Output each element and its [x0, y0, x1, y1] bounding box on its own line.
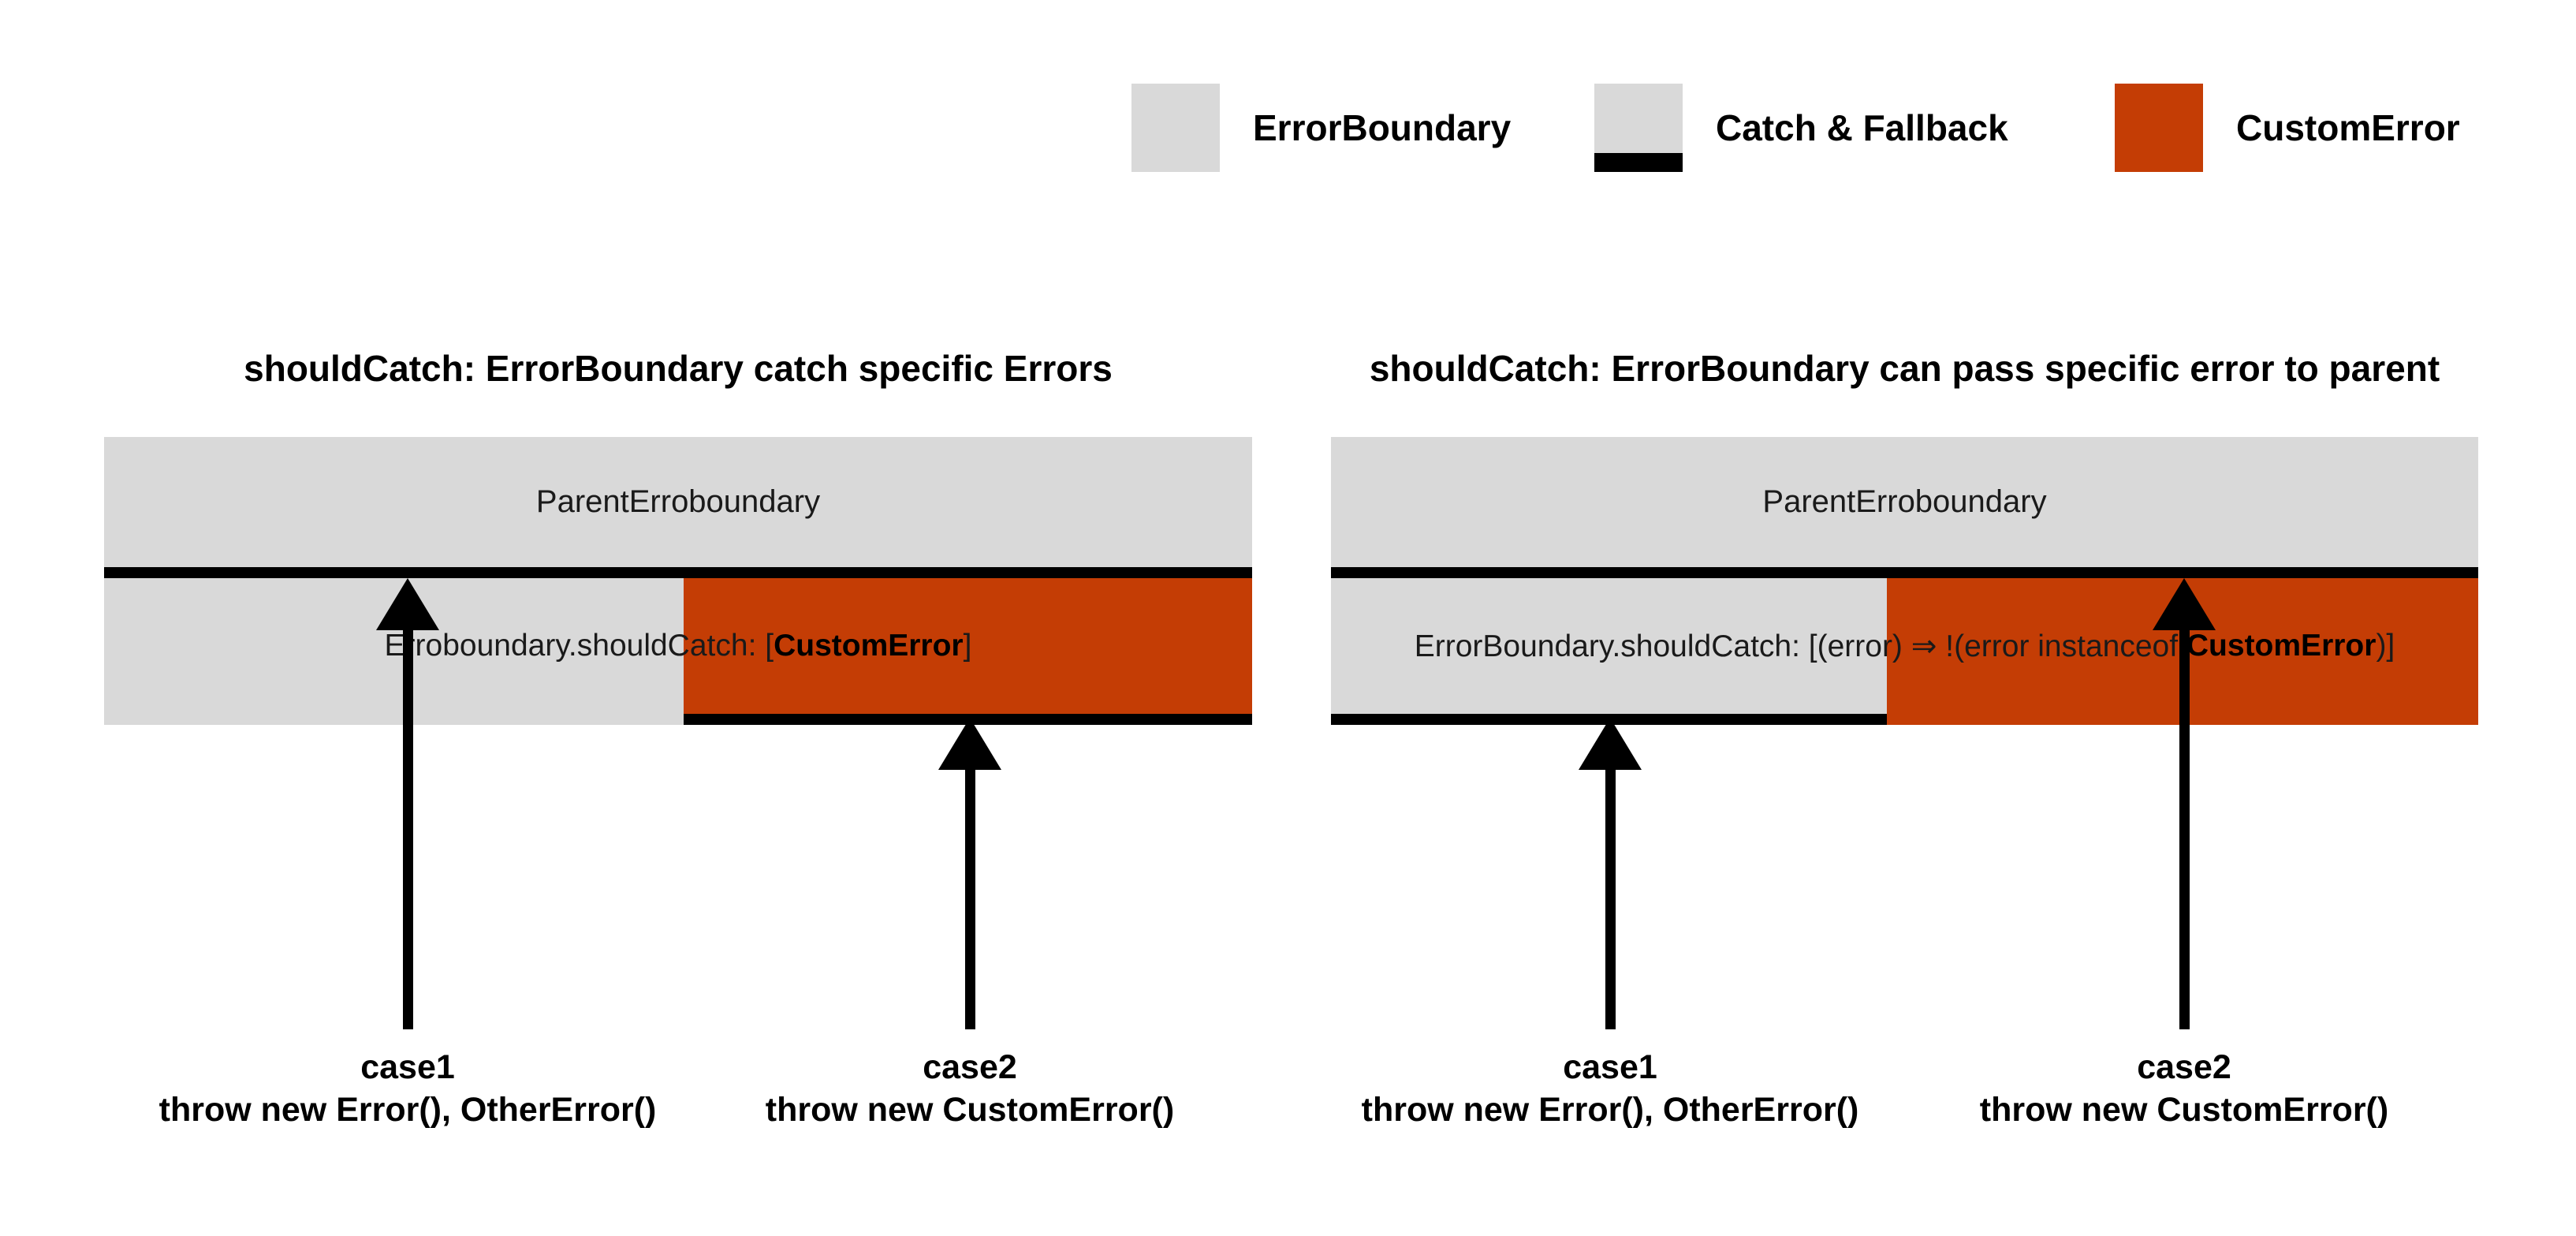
child-label-suffix: ]: [963, 629, 972, 663]
case-name: case1: [360, 1048, 455, 1086]
case2-arrow: [2153, 578, 2216, 1029]
child-errorboundary-row: ErrorBoundary.shouldCatch: [(error) ⇒ !(…: [1331, 578, 2478, 725]
legend-item-error-boundary: ErrorBoundary: [1131, 84, 1511, 172]
case2-label: case2 throw new CustomError(): [670, 1046, 1269, 1131]
legend-label-error-boundary: ErrorBoundary: [1253, 107, 1512, 148]
case1-label: case1 throw new Error(), OtherError(): [108, 1046, 707, 1131]
child-errorboundary-row: Erroboundary.shouldCatch: [CustomError]: [104, 578, 1252, 725]
case-name: case2: [923, 1048, 1017, 1086]
case-code: throw new CustomError(): [1979, 1091, 2389, 1129]
parent-errorboundary-label: ParentErroboundary: [535, 484, 821, 519]
child-errorboundary-label: ErrorBoundary.shouldCatch: [(error) ⇒ !(…: [1331, 578, 2478, 714]
parent-errorboundary-box: ParentErroboundary: [1331, 437, 2478, 567]
case1-arrow: [376, 578, 439, 1029]
error-boundary-swatch: [1131, 84, 1220, 172]
catch-fallback-swatch: [1594, 84, 1683, 172]
legend-item-custom-error: CustomError: [2115, 84, 2460, 172]
child-label-prefix: ErrorBoundary.shouldCatch: [(error) ⇒ !(…: [1414, 629, 2186, 663]
case-name: case2: [2137, 1048, 2231, 1086]
panel-catch-specific-errors: shouldCatch: ErrorBoundary catch specifi…: [104, 0, 1252, 1236]
parent-catch-line: [1331, 567, 2478, 578]
error-boundary-section: [1331, 578, 1887, 725]
custom-error-section: [684, 578, 1252, 725]
case1-arrow: [1579, 718, 1642, 1029]
parent-catch-line: [104, 567, 1252, 578]
parent-errorboundary-box: ParentErroboundary: [104, 437, 1252, 567]
case1-label: case1 throw new Error(), OtherError(): [1310, 1046, 1910, 1131]
arrow-shaft: [2179, 630, 2190, 1029]
arrow-head-icon: [938, 718, 1001, 770]
child-label-suffix: )]: [2376, 629, 2395, 663]
case2-arrow: [938, 718, 1001, 1029]
panel-pass-error-to-parent: shouldCatch: ErrorBoundary can pass spec…: [1331, 0, 2478, 1236]
case-code: throw new Error(), OtherError(): [158, 1091, 657, 1129]
custom-error-swatch: [2115, 84, 2203, 172]
case-code: throw new Error(), OtherError(): [1361, 1091, 1859, 1129]
case-name: case1: [1563, 1048, 1657, 1086]
arrow-shaft: [964, 770, 975, 1029]
case-code: throw new CustomError(): [765, 1091, 1175, 1129]
legend-label-custom-error: CustomError: [2236, 107, 2460, 148]
panel-title: shouldCatch: ErrorBoundary catch specifi…: [244, 348, 1113, 389]
child-label-bold: CustomError: [774, 629, 964, 663]
child-label-prefix: Erroboundary.shouldCatch: [: [384, 629, 774, 663]
legend-label-catch-fallback: Catch & Fallback: [1716, 107, 2008, 148]
panel-title: shouldCatch: ErrorBoundary can pass spec…: [1369, 348, 2440, 389]
child-label-bold: CustomError: [2186, 629, 2377, 663]
case2-label: case2 throw new CustomError(): [1884, 1046, 2484, 1131]
parent-errorboundary-label: ParentErroboundary: [1762, 484, 2047, 519]
legend-item-catch-fallback: Catch & Fallback: [1594, 84, 2008, 172]
arrow-head-icon: [376, 578, 439, 630]
child-errorboundary-label: Erroboundary.shouldCatch: [CustomError]: [104, 578, 1252, 714]
arrow-shaft: [1605, 770, 1616, 1029]
arrow-head-icon: [1579, 718, 1642, 770]
arrow-shaft: [402, 630, 413, 1029]
arrow-head-icon: [2153, 578, 2216, 630]
